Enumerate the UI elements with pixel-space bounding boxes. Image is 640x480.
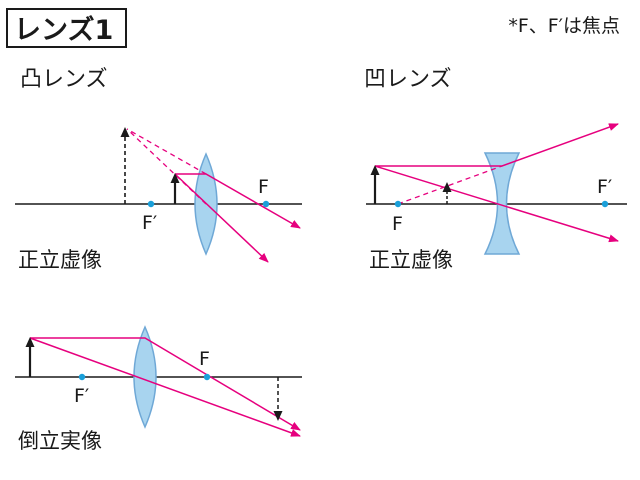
convex-upright-panel: 凸レンズ F′ F 正立虚像 [15, 67, 302, 272]
convex-lens [133, 325, 157, 429]
title-text: レンズ1 [14, 14, 113, 46]
focus-near-dot [147, 200, 155, 208]
focus-note: *F、F′は焦点 [508, 15, 620, 37]
focus-far-label: F [258, 176, 269, 198]
extension-dashed [397, 165, 503, 205]
convex-inverted-caption: 倒立実像 [18, 429, 102, 453]
concave-caption: 正立虚像 [369, 248, 453, 272]
focus-near-dot [394, 200, 402, 208]
concave-lens [483, 152, 521, 255]
parallel-ray [30, 337, 301, 431]
title-box: レンズ1 [6, 8, 127, 48]
center-ray [174, 173, 269, 263]
focus-far-label: F′ [597, 176, 612, 198]
focus-near-label: F′ [74, 385, 89, 407]
parallel-ray [175, 173, 301, 229]
extension-dashed-1 [126, 128, 207, 175]
center-ray [374, 165, 619, 243]
focus-far-dot [203, 373, 211, 381]
focus-far-dot [262, 200, 270, 208]
convex-upright-caption: 正立虚像 [18, 248, 102, 272]
extension-dashed-2 [126, 128, 207, 205]
focus-far-label: F [199, 348, 210, 370]
convex-heading: 凸レンズ [20, 67, 108, 92]
concave-panel: 凹レンズ F F′ 正立虚像 [364, 67, 627, 272]
concave-heading: 凹レンズ [364, 67, 452, 92]
focus-near-label: F′ [142, 212, 157, 234]
center-ray [29, 337, 301, 437]
focus-near-dot [78, 373, 86, 381]
focus-far-dot [601, 200, 609, 208]
focus-near-label: F [392, 213, 403, 235]
convex-inverted-panel: F′ F 倒立実像 [15, 325, 302, 453]
